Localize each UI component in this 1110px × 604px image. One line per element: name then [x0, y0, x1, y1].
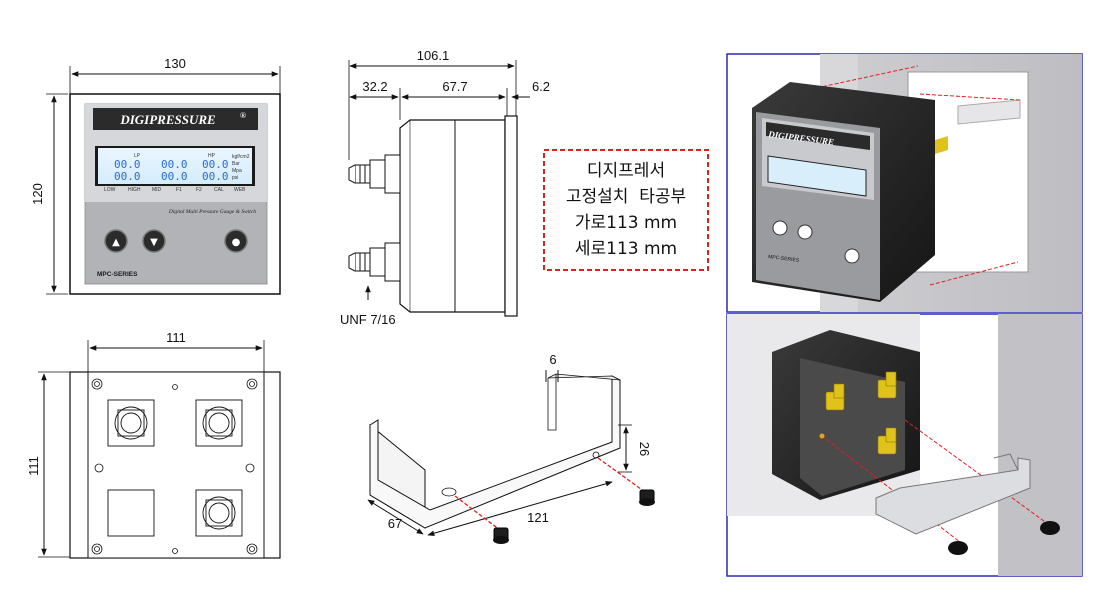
screw-knob-right — [639, 489, 655, 506]
mounting-bracket: 6 26 121 67 — [367, 352, 655, 544]
svg-text:kgf/cm2: kgf/cm2 — [232, 154, 250, 160]
svg-text:LP: LP — [134, 153, 141, 159]
bracket-body — [369, 375, 621, 529]
side-fitting-bottom — [348, 242, 401, 282]
svg-text:CAL: CAL — [214, 187, 224, 193]
render-bracket — [875, 457, 1031, 535]
lcd-screen — [98, 148, 252, 184]
rear-port-top-right — [195, 399, 243, 447]
note-line-1: 디지프레서 — [587, 161, 665, 181]
series-label: MPC-SERIES — [97, 271, 138, 278]
svg-text:F1: F1 — [176, 187, 182, 193]
lcd-value-5: 00.0 — [161, 170, 188, 183]
note-line-3: 가로113 mm — [575, 213, 677, 233]
svg-text:F2: F2 — [196, 187, 202, 193]
enter-icon: ● — [232, 237, 241, 248]
panel-render-bottom — [726, 313, 1083, 577]
svg-text:HP: HP — [208, 153, 216, 159]
brand-logo: DIGIPRESSURE — [119, 112, 216, 127]
svg-text:LOW: LOW — [104, 187, 116, 193]
lcd-bottom-labels: LOW HIGH MID F1 F2 CAL WEB — [104, 187, 246, 193]
up-button[interactable] — [104, 229, 128, 253]
note-line-2: 고정설치 타공부 — [566, 187, 686, 207]
rear-body — [87, 371, 265, 559]
lcd-value-6: 00.0 — [202, 170, 229, 183]
dim-bracket-thickness: 6 — [549, 352, 556, 367]
dim-bracket-height: 26 — [637, 442, 652, 456]
svg-text:MPC-SERIES: MPC-SERIES — [768, 254, 800, 264]
thread-label: UNF 7/16 — [340, 312, 396, 327]
note-border — [543, 149, 709, 271]
rear-port-top-left — [107, 399, 155, 447]
side-body — [399, 119, 506, 313]
svg-text:MID: MID — [152, 187, 162, 193]
note-line-4: 세로113 mm — [575, 239, 677, 259]
svg-text:psi: psi — [232, 175, 238, 181]
dim-front-height: 120 — [30, 183, 45, 205]
rear-port-bottom-right — [195, 489, 243, 537]
rear-view: 111 111 — [26, 330, 281, 559]
side-view: 106.1 32.2 67.7 6.2 UNF — [340, 48, 550, 327]
lcd-value-1: 00.0 — [114, 158, 141, 171]
cutout-note: 디지프레서 고정설치 타공부 가로113 mm 세로113 mm — [543, 149, 709, 271]
dim-bracket-length: 121 — [527, 510, 549, 525]
dim-bracket-depth: 67 — [388, 516, 402, 531]
lcd-value-4: 00.0 — [114, 170, 141, 183]
yellow-fittings — [825, 371, 897, 455]
rear-screw-holes — [91, 378, 258, 555]
side-flange — [504, 115, 518, 317]
dim-side-c: 6.2 — [532, 79, 550, 94]
dim-side-b: 67.7 — [442, 79, 467, 94]
svg-text:Mpa: Mpa — [232, 168, 242, 174]
down-button[interactable] — [142, 229, 166, 253]
dim-rear-height: 111 — [26, 456, 41, 476]
device-subtitle: Digital Multi Pressure Gauge & Switch — [168, 209, 256, 215]
panel-render-top: DIGIPRESSURE MPC-SERIES — [726, 53, 1083, 313]
down-icon: ▼ — [150, 237, 158, 248]
lcd-value-2: 00.0 — [161, 158, 188, 171]
svg-text:®: ® — [240, 111, 246, 120]
svg-text:HIGH: HIGH — [128, 187, 141, 193]
dim-side-a: 32.2 — [362, 79, 387, 94]
front-view: 130 120 DIGIPRESSURE ® LP HP 00.0 00.0 0… — [30, 56, 281, 295]
dim-side-total: 106.1 — [417, 48, 450, 63]
screw-knob-left — [493, 527, 509, 544]
side-fitting-top — [348, 154, 401, 194]
up-icon: ▲ — [112, 237, 120, 248]
brand-bar — [93, 108, 258, 130]
dim-front-width: 130 — [164, 56, 186, 71]
lcd-value-3: 00.0 — [202, 158, 229, 171]
enter-button[interactable] — [224, 229, 248, 253]
rear-blank-port — [107, 489, 155, 537]
dim-rear-width: 111 — [166, 330, 186, 345]
svg-text:WEB: WEB — [234, 187, 246, 193]
svg-text:Bar: Bar — [232, 161, 240, 167]
